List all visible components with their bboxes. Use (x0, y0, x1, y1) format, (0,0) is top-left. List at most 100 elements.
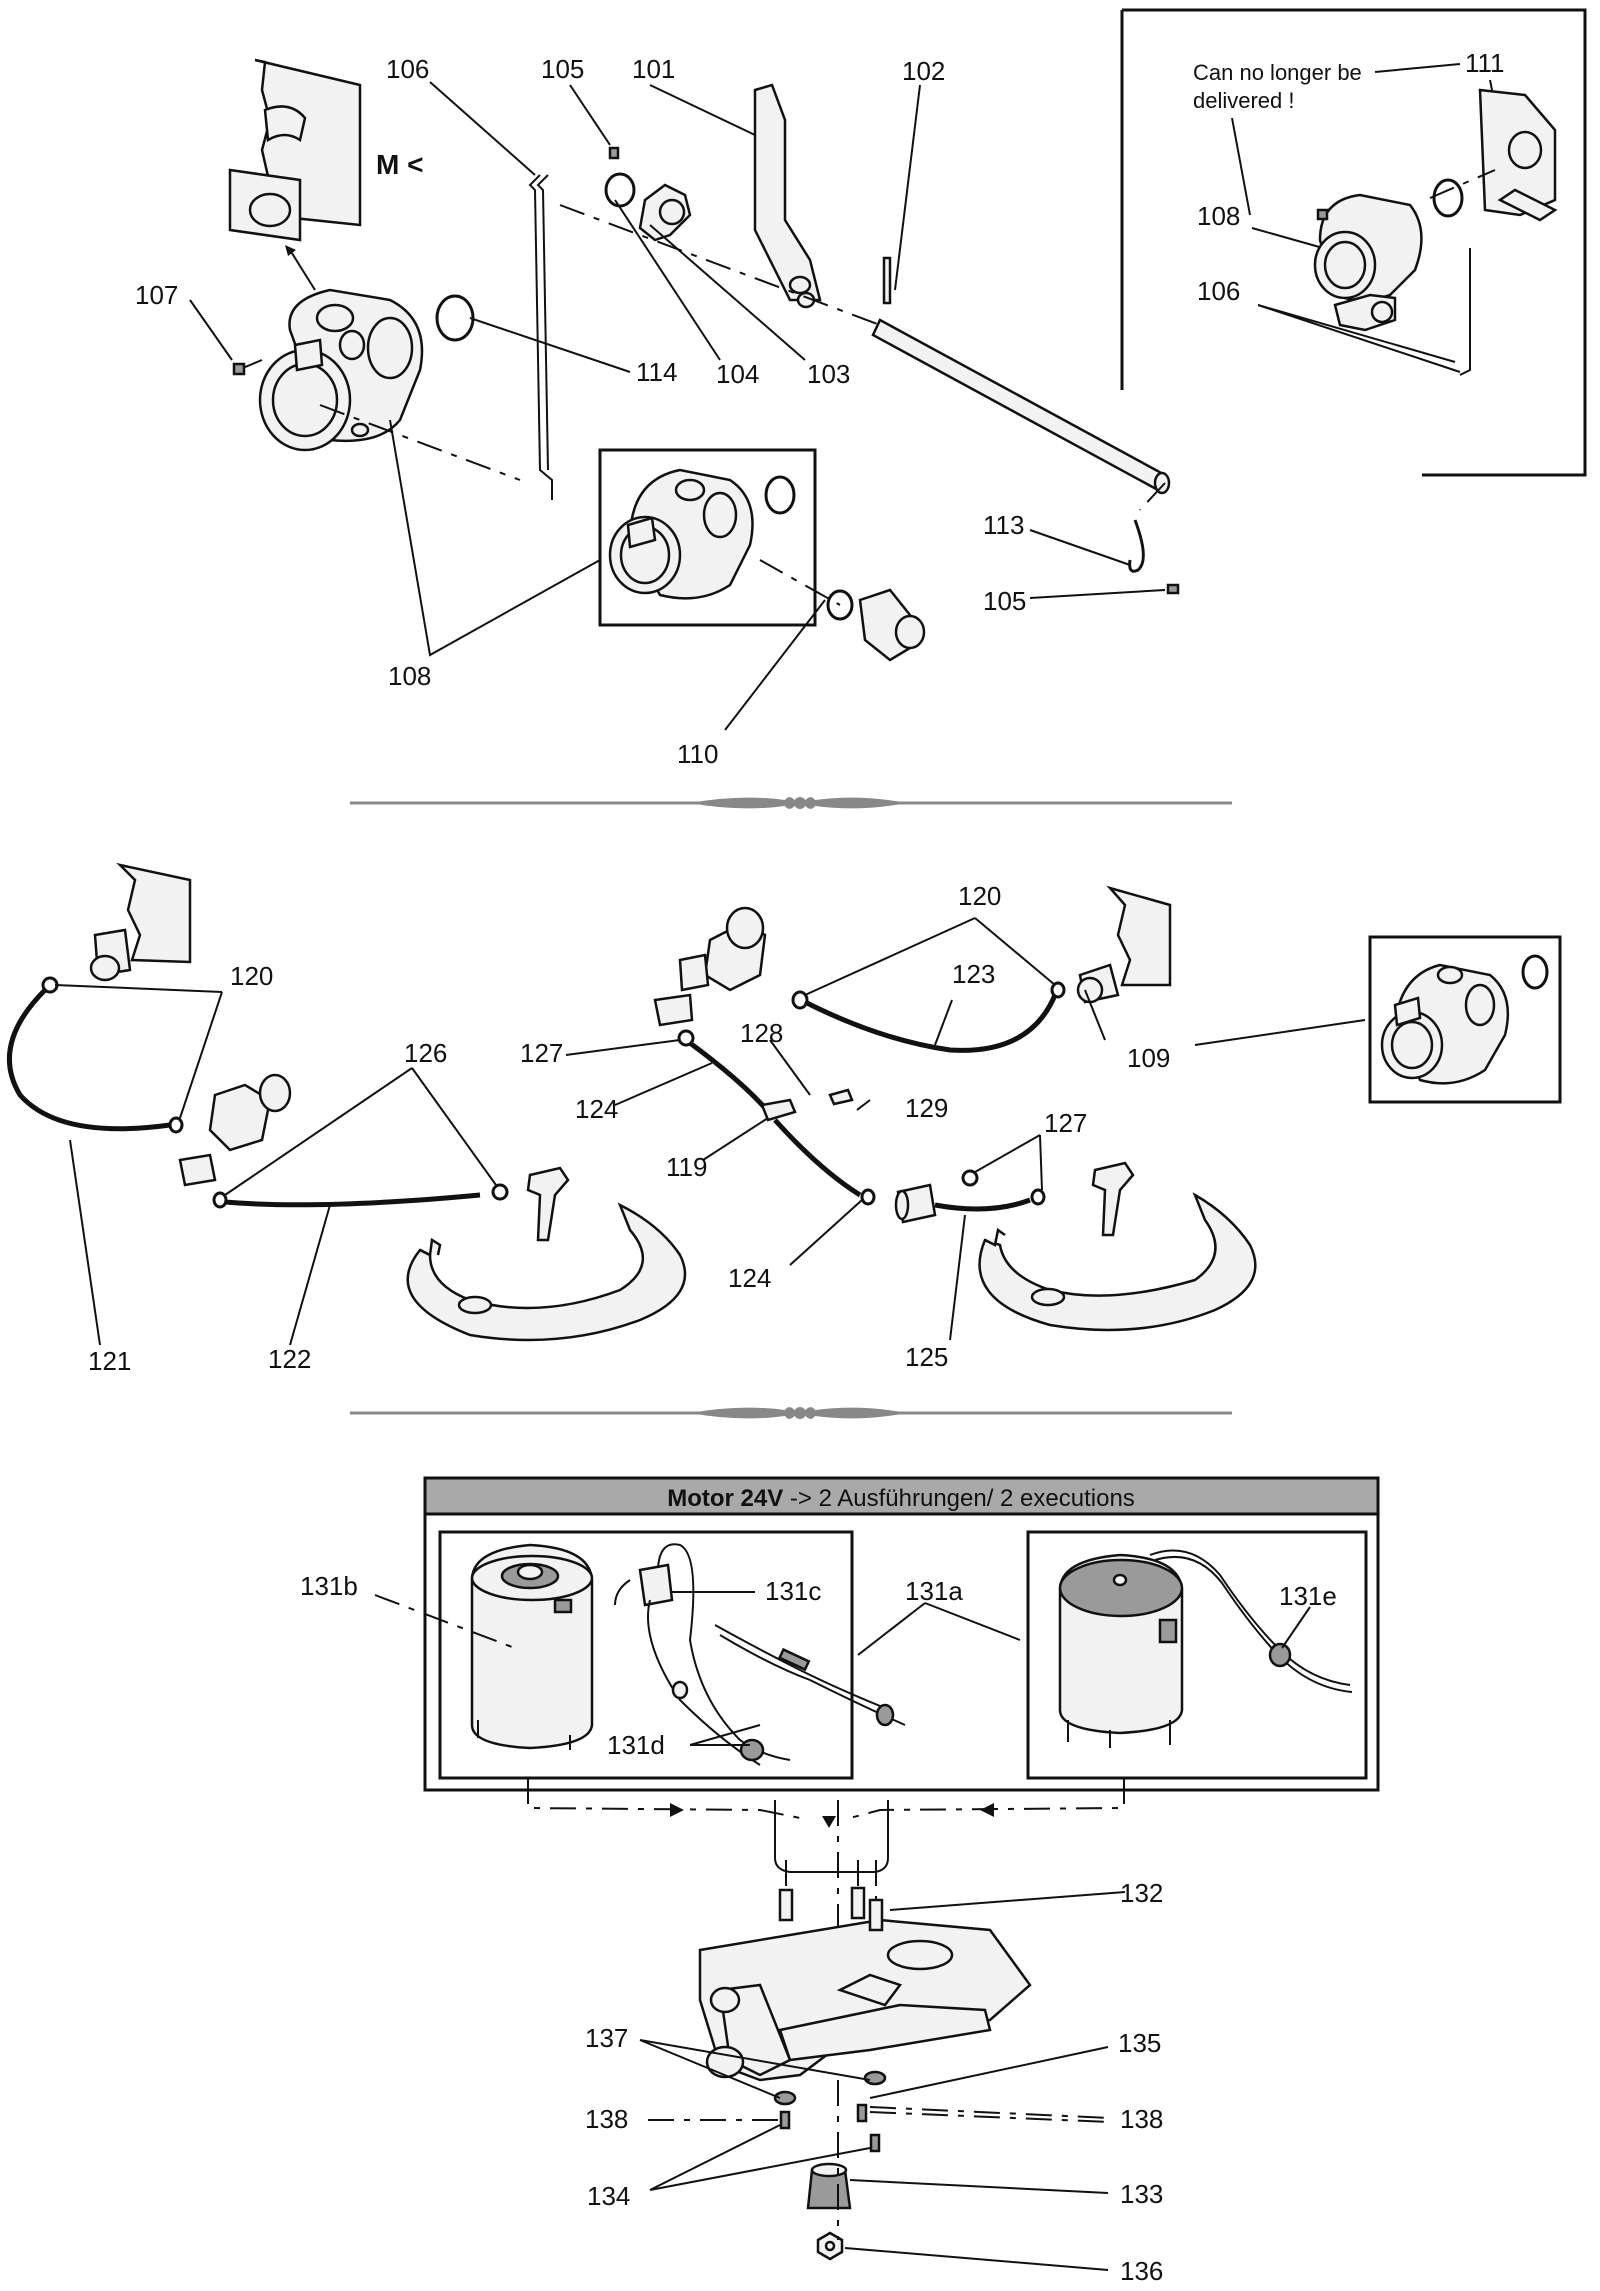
motor-variant-a-box (438, 1530, 854, 1780)
callout-125: 125 (905, 1342, 948, 1372)
arrow-left-icon (980, 1803, 994, 1817)
callout-104: 104 (716, 359, 759, 389)
base-plate-132 (698, 1918, 1032, 2082)
motor-banner-title: Motor 24V -> 2 Ausführungen/ 2 execution… (667, 1485, 1135, 1512)
motor-131b (470, 1543, 594, 1750)
callout-114: 114 (636, 357, 677, 387)
callout-132: 132 (1120, 1878, 1163, 1908)
clamp-104 (604, 172, 692, 242)
callout-101: 101 (632, 54, 675, 84)
motor-131a-variant-b (1058, 1553, 1184, 1748)
discontinued-note-line-1: Can no longer be (1193, 60, 1362, 85)
screw-107 (232, 359, 263, 376)
section-3-motor: Motor 24V -> 2 Ausführungen/ 2 execution… (300, 1476, 1380, 2286)
callout-131c: 131c (765, 1576, 821, 1606)
screw-134 (869, 2133, 881, 2153)
arrow-right-icon (670, 1803, 684, 1817)
hose-124b (773, 1118, 862, 1198)
callout-126: 126 (404, 1038, 447, 1068)
callout-138-left: 138 (585, 2104, 628, 2134)
callout-138-right: 138 (1120, 2104, 1163, 2134)
callout-105: 105 (541, 54, 584, 84)
replacement-housing-box (1368, 935, 1562, 1104)
motor-banner-bold: Motor 24V (667, 1485, 783, 1512)
elbow-110 (826, 588, 926, 662)
arrow-down-icon (822, 1816, 836, 1828)
screw-105b (1166, 583, 1180, 595)
screw-138a (779, 2110, 791, 2130)
callout-131b: 131b (300, 1571, 358, 1601)
callout-120-right: 120 (958, 881, 1001, 911)
callout-111: 111 (1465, 48, 1505, 78)
callout-131e: 131e (1279, 1581, 1337, 1611)
replacement-housing-109 (1380, 954, 1549, 1085)
cable-131d (671, 1624, 906, 1762)
callout-113: 113 (983, 510, 1024, 540)
standoffs-132 (778, 1860, 884, 1932)
section-1-valve-assembly: M < (135, 8, 1587, 769)
callout-131d: 131d (607, 1730, 665, 1760)
mounting-mark: M < (376, 149, 423, 180)
bushing-133 (806, 2162, 852, 2210)
callout-106: 106 (386, 54, 429, 84)
callout-127-lower: 127 (1044, 1108, 1087, 1138)
alternate-housing-box (598, 448, 817, 627)
discontinued-inset: Can no longer be delivered ! 111 108 106 (1120, 8, 1587, 477)
screw-138b (856, 2103, 868, 2123)
callout-109: 109 (1127, 1043, 1170, 1073)
callout-134: 134 (587, 2181, 630, 2211)
callout-103: 103 (807, 359, 850, 389)
wall-bracket (228, 58, 362, 291)
hose-122 (224, 1192, 481, 1208)
shaft (871, 318, 1171, 495)
callout-inset-108: 108 (1197, 201, 1240, 231)
motor-banner (423, 1476, 1380, 1516)
callout-108: 108 (388, 661, 431, 691)
callout-105b: 105 (983, 586, 1026, 616)
callout-122: 122 (268, 1344, 311, 1374)
callout-128: 128 (740, 1018, 783, 1048)
tank-right (978, 1192, 1257, 1332)
left-valve (178, 1073, 292, 1187)
pin-102 (882, 256, 892, 305)
section-2-hose-routing: 120 126 121 122 120 123 127 128 129 124 … (6, 862, 1562, 1376)
thermostat-housing-108 (258, 288, 424, 452)
callout-119: 119 (666, 1152, 707, 1182)
callout-123: 123 (952, 959, 995, 989)
tank-left (406, 1202, 687, 1342)
nipple-129 (828, 1088, 854, 1106)
callout-131a: 131a (905, 1576, 963, 1606)
screw-105 (608, 146, 620, 160)
motor-variant-b-box (1026, 1530, 1368, 1780)
motor-banner-rest: -> 2 Ausführungen/ 2 executions (783, 1485, 1135, 1512)
callout-135: 135 (1118, 2028, 1161, 2058)
callout-137: 137 (585, 2023, 628, 2053)
discontinued-note-line-2: delivered ! (1193, 88, 1295, 113)
elbow-fitting-left (526, 1166, 570, 1242)
callout-121: 121 (88, 1346, 131, 1376)
callout-inset-106: 106 (1197, 276, 1240, 306)
washer-137b (863, 2070, 887, 2086)
grommet-131e (1149, 1549, 1353, 1693)
spring-113 (1128, 519, 1145, 573)
callout-120-left: 120 (230, 961, 273, 991)
section-separator-1 (350, 797, 1232, 809)
callout-124-upper: 124 (575, 1094, 618, 1124)
callout-133: 133 (1120, 2179, 1163, 2209)
hose-121 (6, 988, 171, 1132)
elbow-fitting-right (1091, 1161, 1135, 1237)
o-ring-114 (435, 294, 475, 342)
hose-123 (803, 994, 1058, 1053)
t-piece-119 (760, 1098, 797, 1122)
callout-129: 129 (905, 1093, 948, 1123)
callout-107: 107 (135, 280, 178, 310)
lever-101 (753, 83, 822, 309)
callout-102: 102 (902, 56, 945, 86)
middle-valve (653, 906, 767, 1027)
callout-110: 110 (677, 739, 718, 769)
rod-106 (528, 174, 553, 500)
hose-124a (688, 1040, 767, 1110)
callout-124-lower: 124 (728, 1263, 771, 1293)
alternate-housing (608, 468, 796, 600)
